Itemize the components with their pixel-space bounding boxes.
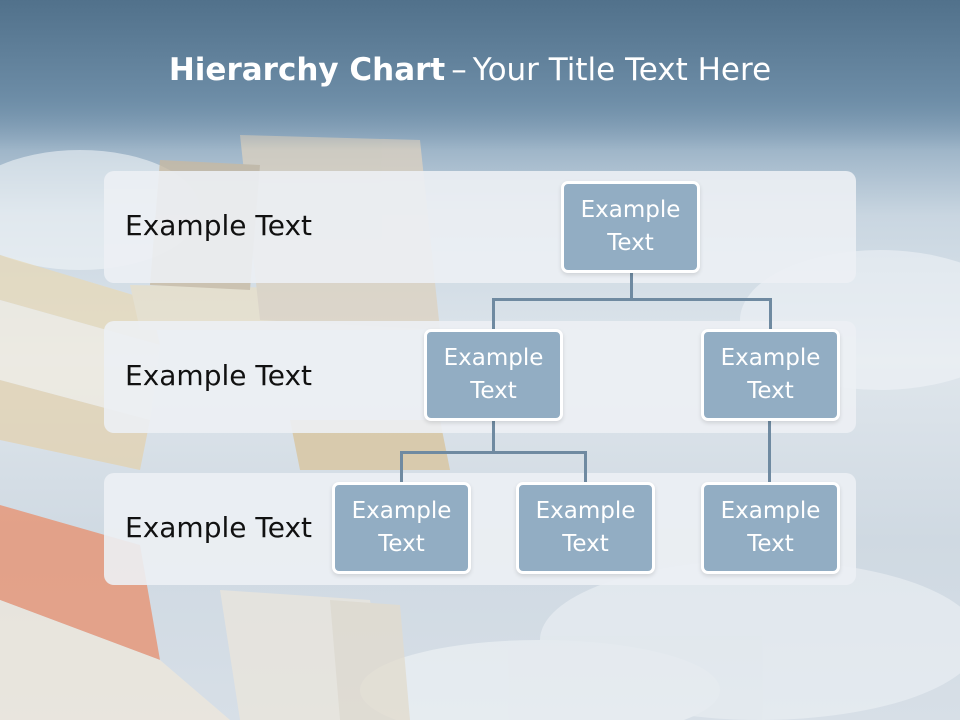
node-mid-left: Example Text (424, 329, 563, 421)
node-bottom-middle: Example Text (516, 482, 655, 574)
node-label: Example Text (351, 498, 452, 557)
node-bottom-left: Example Text (332, 482, 471, 574)
connector-line (492, 421, 495, 453)
connector-line (630, 273, 633, 300)
connector-line (492, 298, 495, 330)
node-label: Example Text (580, 197, 681, 256)
node-label: Example Text (720, 498, 821, 557)
level-label: Example Text (125, 209, 313, 242)
connector-line (400, 451, 587, 454)
node-label: Example Text (443, 345, 544, 404)
connector-line (768, 421, 771, 483)
connector-line (584, 451, 587, 483)
level-label: Example Text (125, 511, 313, 544)
title-band (0, 0, 960, 150)
node-mid-right: Example Text (701, 329, 840, 421)
slide-title: Hierarchy Chart–Your Title Text Here (0, 52, 940, 88)
connector-line (400, 451, 403, 483)
connector-line (492, 298, 772, 301)
level-band-1 (104, 171, 856, 283)
node-label: Example Text (720, 345, 821, 404)
node-label: Example Text (535, 498, 636, 557)
level-label: Example Text (125, 359, 313, 392)
connector-line (769, 298, 772, 330)
node-bottom-right: Example Text (701, 482, 840, 574)
title-rest: Your Title Text Here (472, 52, 772, 88)
title-bold: Hierarchy Chart (168, 52, 446, 88)
title-dash: – (451, 52, 467, 88)
node-root: Example Text (561, 181, 700, 273)
